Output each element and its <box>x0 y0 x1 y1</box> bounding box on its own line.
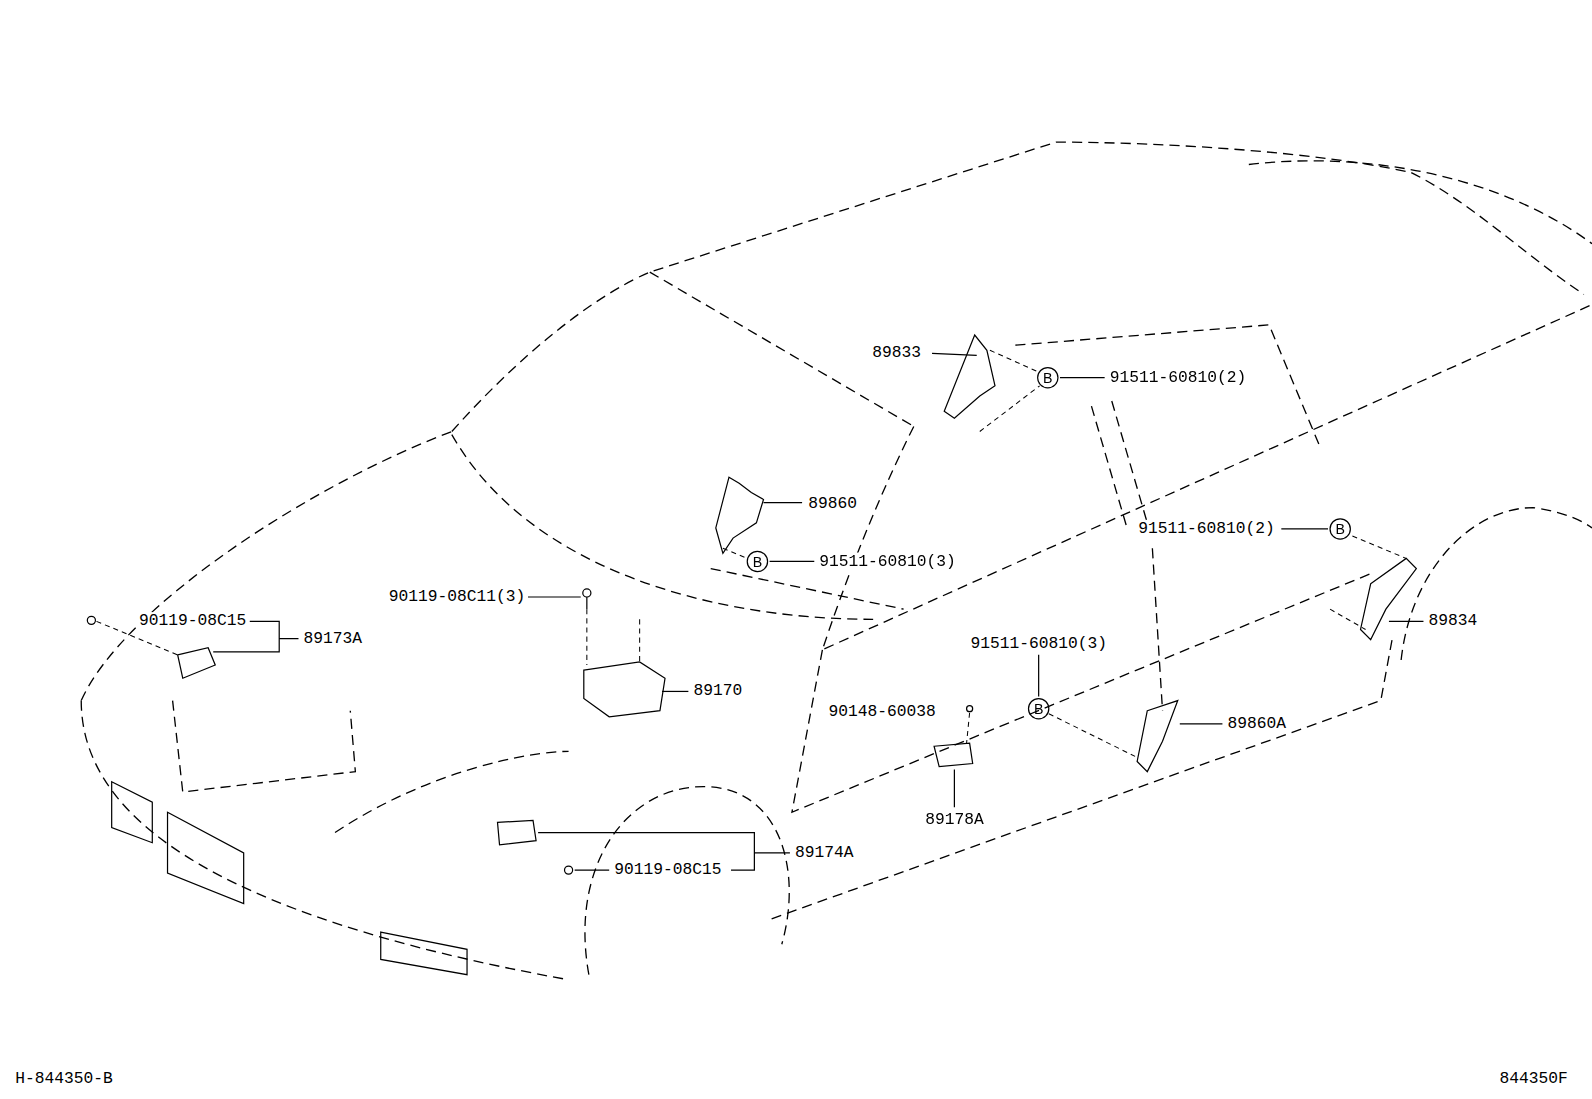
callout-number: 89833 <box>871 344 922 362</box>
part-number: 90119-08C11(3) <box>388 588 527 606</box>
callout-number: 89170 <box>692 682 743 700</box>
callout-number: 89860A <box>1226 715 1287 733</box>
part-number: 90119-08C15 <box>613 861 722 879</box>
callout-number: 89173A <box>303 629 364 647</box>
circle-mark: B <box>1335 520 1344 538</box>
part-number: 91511-60810(2) <box>1109 369 1248 387</box>
callout-number: 89178A <box>924 811 985 829</box>
circle-mark: B <box>1043 369 1052 387</box>
callout-number: 89860 <box>807 494 858 512</box>
part-number: 90119-08C15 <box>138 612 247 630</box>
circle-mark: B <box>753 552 762 570</box>
drawing-code: H-844350-B <box>14 1070 114 1088</box>
drawing-code: 844350F <box>1499 1070 1569 1088</box>
part-number: 90148-60038 <box>827 703 936 721</box>
callout-number: 89174A <box>794 844 855 862</box>
circle-mark: B <box>1034 700 1043 718</box>
part-number: 91511-60810(3) <box>969 635 1108 653</box>
part-number: 91511-60810(3) <box>818 552 957 570</box>
part-number: 91511-60810(2) <box>1137 520 1276 538</box>
callout-number: 89834 <box>1428 612 1479 630</box>
